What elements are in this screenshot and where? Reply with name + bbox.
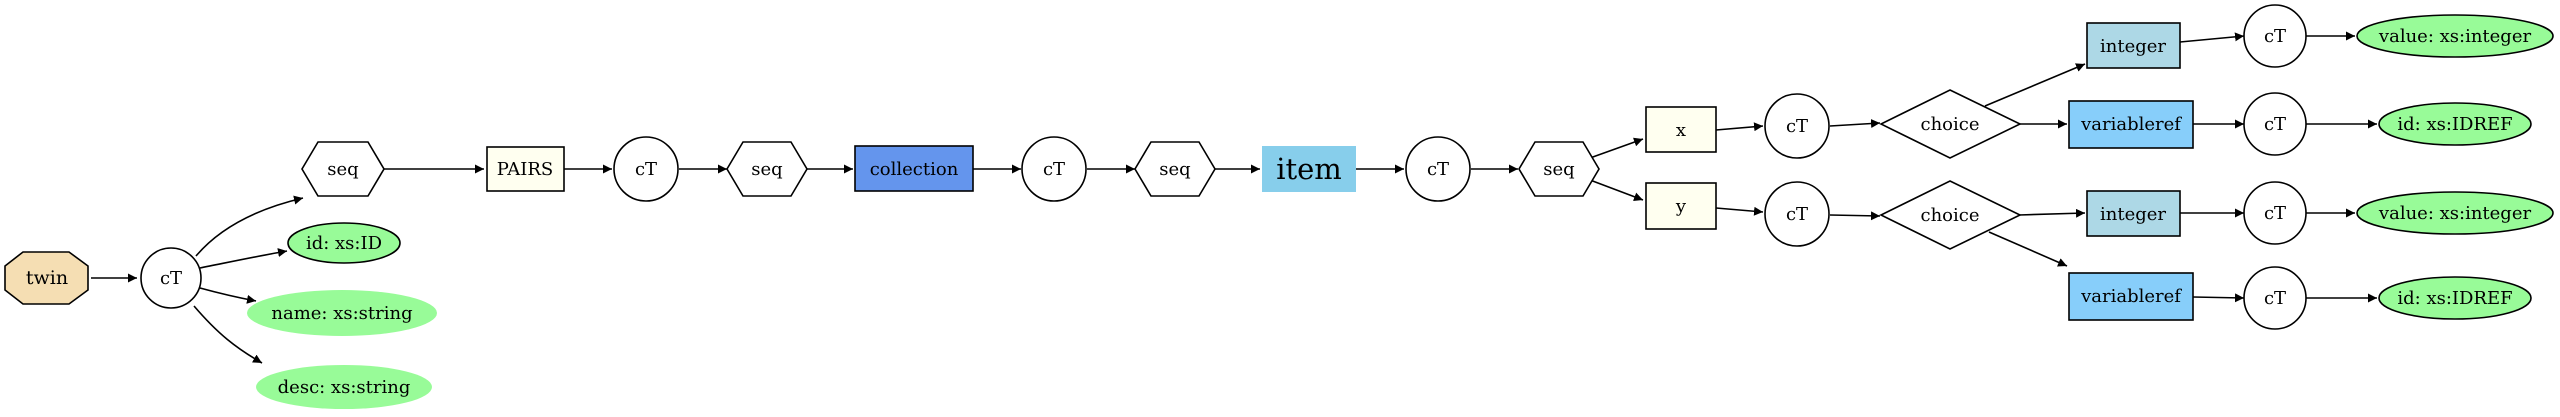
edge-y-ct <box>1715 206 1764 216</box>
ct-node-x <box>1764 93 1830 159</box>
ct-node-idref-top <box>2243 92 2307 156</box>
ct-label-idref-top: cT <box>2264 114 2286 135</box>
x-label: x <box>1676 120 1686 141</box>
seq-label-1: seq <box>327 159 358 180</box>
collection-label: collection <box>870 159 959 180</box>
edge-integer-ct-top <box>2179 32 2245 43</box>
variableref-label-bottom: variableref <box>2080 286 2182 307</box>
seq-label-2: seq <box>751 159 782 180</box>
attr-id-xs-id-label: id: xs:ID <box>306 233 382 254</box>
attr-desc-xs-string-label: desc: xs:string <box>278 377 411 398</box>
ct-node-root <box>140 247 202 309</box>
edge-choice-integer-bottom <box>2018 208 2086 218</box>
y-node <box>1645 182 1717 230</box>
attr-id-xs-idref-bottom-label: id: xs:IDREF <box>2397 288 2512 309</box>
edge-ct-desc <box>193 305 263 364</box>
edge-ct-choice-bottom <box>1829 211 1881 221</box>
ct-node-value-bottom <box>2243 181 2307 245</box>
item-label: item <box>1276 152 1342 186</box>
seq-label-3: seq <box>1159 159 1190 180</box>
edge-ct-seq <box>195 195 304 257</box>
ct-label-2: cT <box>635 159 657 180</box>
attr-value-xs-integer-bottom-label: value: xs:integer <box>2378 203 2532 224</box>
edge-x-ct <box>1715 122 1764 132</box>
edge-seq4-y <box>1589 179 1644 202</box>
ct-label-idref-bottom: cT <box>2264 288 2286 309</box>
attr-name-xs-string <box>247 290 437 336</box>
x-node <box>1645 106 1717 153</box>
choice-label-top: choice <box>1920 114 1979 135</box>
nodes: twin cT id: xs:ID name: xs:string desc: … <box>4 4 2554 409</box>
edge-ct-choice-top <box>1829 119 1881 129</box>
ct-label-3: cT <box>1043 159 1065 180</box>
edge-ct-id <box>199 248 288 269</box>
variableref-node-bottom <box>2068 272 2194 321</box>
choice-label-bottom: choice <box>1920 205 1979 226</box>
ct-label-y: cT <box>1786 204 1808 225</box>
edge-seq4-x <box>1589 137 1644 159</box>
y-label: y <box>1675 196 1687 217</box>
integer-label-bottom: integer <box>2100 204 2166 225</box>
ct-node-y <box>1764 181 1830 247</box>
choice-node-bottom <box>1879 180 2022 250</box>
ct-label-value-bottom: cT <box>2264 203 2286 224</box>
ct-label-x: cT <box>1786 116 1808 137</box>
ct-node-idref-bottom <box>2243 266 2307 330</box>
integer-label-top: integer <box>2100 36 2166 57</box>
attr-id-xs-idref-bottom <box>2378 276 2532 320</box>
collection-node <box>854 145 974 192</box>
ct-node-value-top <box>2243 4 2307 68</box>
attr-desc-xs-string <box>256 365 432 409</box>
twin-label: twin <box>26 267 68 289</box>
pairs-label: PAIRS <box>497 159 553 180</box>
twin-node <box>4 251 89 305</box>
attr-value-xs-integer-top <box>2356 14 2554 58</box>
ct-node-2 <box>613 136 679 202</box>
integer-node-bottom <box>2086 190 2181 237</box>
variableref-node-top <box>2068 100 2194 149</box>
pairs-node <box>486 146 565 192</box>
edge-choice-variableref-bottom <box>1988 231 2068 267</box>
ct-label-value-top: cT <box>2264 26 2286 47</box>
ct-label-root: cT <box>160 268 182 289</box>
ct-node-3 <box>1021 136 1087 202</box>
ct-node-4 <box>1405 136 1471 202</box>
edge-choice-integer-top <box>1984 63 2086 107</box>
seq-node-3 <box>1134 141 1216 197</box>
item-node <box>1262 146 1356 192</box>
attr-value-xs-integer-bottom <box>2356 191 2554 235</box>
seq-node-2 <box>726 141 808 197</box>
variableref-label-top: variableref <box>2080 114 2182 135</box>
choice-node-top <box>1879 89 2022 159</box>
attr-name-xs-string-label: name: xs:string <box>271 303 412 324</box>
seq-label-4: seq <box>1543 159 1574 180</box>
edge-ct-name <box>199 287 257 304</box>
edges <box>91 31 2377 364</box>
attr-id-xs-idref-top-label: id: xs:IDREF <box>2397 114 2512 135</box>
attr-value-xs-integer-top-label: value: xs:integer <box>2378 26 2532 47</box>
seq-node-1 <box>301 141 385 197</box>
attr-id-xs-idref-top <box>2378 102 2532 146</box>
attr-id-xs-id <box>287 222 401 264</box>
edge-variableref-ct-bottom <box>2192 293 2245 303</box>
ct-label-4: cT <box>1427 159 1449 180</box>
seq-node-4 <box>1518 141 1600 197</box>
integer-node-top <box>2086 22 2181 69</box>
